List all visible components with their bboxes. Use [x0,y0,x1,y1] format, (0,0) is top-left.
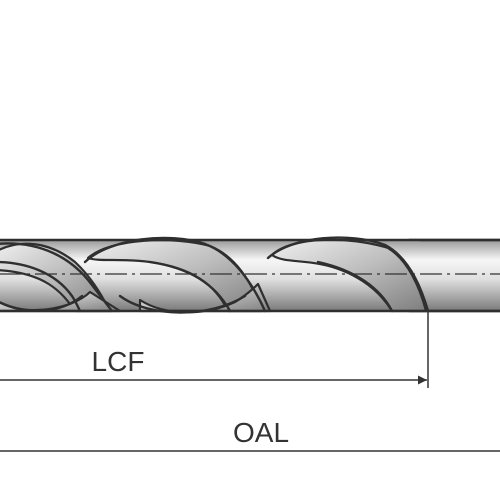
flute-edge [203,242,267,313]
flute-edge [0,242,114,313]
oal-label: OAL [233,417,289,448]
helix-land [0,242,112,313]
flute-edge [316,260,394,313]
flute-edge [0,260,82,313]
flute-edge [118,294,247,314]
flute-edge [266,236,387,260]
flute-edge [148,260,232,313]
flute-edge [383,243,430,313]
lcf-label: LCF [92,346,145,377]
